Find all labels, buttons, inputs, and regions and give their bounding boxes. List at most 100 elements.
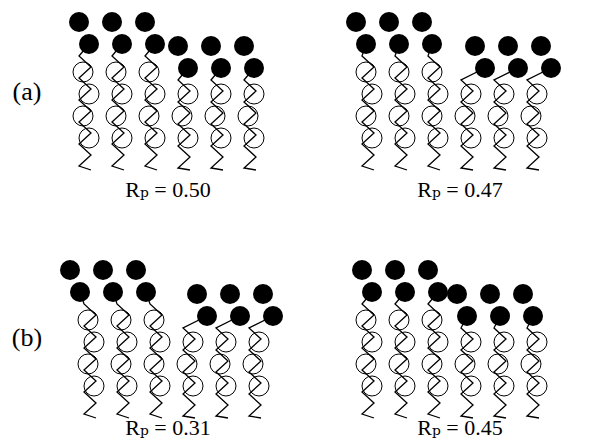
amphiphile-molecule (447, 284, 481, 418)
tail-bead (172, 106, 192, 126)
amphiphile-molecule (455, 36, 495, 170)
tail-bead (177, 354, 197, 374)
tail-bead (461, 332, 481, 352)
chain-line (79, 44, 91, 170)
head-bead (79, 34, 99, 54)
amphiphile-molecule (102, 12, 132, 170)
amphiphile-molecule (521, 36, 561, 170)
tail-bead (144, 310, 164, 330)
chain-line (80, 292, 96, 418)
chain-line (183, 316, 207, 418)
head-bead (178, 58, 198, 78)
head-bead (145, 34, 165, 54)
head-bead (385, 260, 405, 280)
head-bead (211, 58, 231, 78)
head-bead (428, 282, 448, 302)
tail-bead (527, 84, 547, 104)
chain-line (461, 68, 485, 170)
tail-bead (210, 354, 230, 374)
tail-bead (422, 106, 442, 126)
tail-bead (389, 310, 409, 330)
chain-line (428, 44, 440, 170)
chain-line (211, 68, 223, 170)
head-bead (480, 284, 500, 304)
tail-bead (139, 62, 159, 82)
tail-bead (494, 84, 514, 104)
head-bead (103, 282, 123, 302)
chain-line (527, 68, 551, 170)
head-bead (356, 34, 376, 54)
ratio-label: Rₚ = 0.31 (125, 417, 210, 439)
head-bead (69, 12, 89, 32)
tail-bead (216, 332, 236, 352)
amphiphile-molecule (352, 260, 382, 418)
amphiphile-molecule (234, 36, 264, 170)
head-bead (168, 36, 188, 56)
bilayer-panel (346, 12, 561, 170)
tail-bead (356, 310, 376, 330)
head-bead (389, 34, 409, 54)
amphiphile-molecule (177, 284, 217, 418)
bilayer-panel (60, 260, 283, 418)
head-bead (230, 306, 250, 326)
chain-line (494, 316, 506, 418)
ratio-label: Rₚ = 0.47 (417, 179, 502, 201)
head-bead (457, 306, 477, 326)
amphiphile-molecule (168, 36, 198, 170)
tail-bead (244, 84, 264, 104)
ratio-label: Rₚ = 0.45 (417, 417, 502, 439)
tail-bead (249, 376, 269, 396)
chain-line (146, 292, 162, 418)
tail-bead (243, 354, 263, 374)
head-bead (475, 58, 495, 78)
tail-bead (356, 62, 376, 82)
head-bead (234, 36, 254, 56)
amphiphile-molecule (201, 36, 231, 170)
tail-bead (178, 84, 198, 104)
head-bead (490, 306, 510, 326)
head-bead (197, 306, 217, 326)
bilayer-panel (352, 260, 547, 418)
chain-line (395, 292, 407, 418)
head-bead (362, 282, 382, 302)
chain-line (362, 292, 374, 418)
tail-bead (183, 332, 203, 352)
amphiphile-molecule (346, 12, 382, 170)
chain-line (461, 316, 473, 418)
amphiphile-molecule (243, 284, 283, 418)
chain-line (112, 44, 124, 170)
amphiphile-molecule (513, 284, 547, 418)
ratio-label: Rₚ = 0.50 (125, 179, 210, 201)
head-bead (465, 36, 485, 56)
head-bead (201, 36, 221, 56)
amphiphile-molecule (488, 36, 528, 170)
tail-bead (356, 354, 376, 374)
head-bead (418, 260, 438, 280)
chain-line (178, 68, 190, 170)
chain-line (216, 316, 240, 418)
tail-bead (455, 106, 475, 126)
amphiphile-molecule (93, 260, 137, 418)
head-bead (220, 284, 240, 304)
chain-line (395, 44, 407, 170)
tail-bead (422, 62, 442, 82)
head-bead (135, 12, 155, 32)
tail-bead (527, 332, 547, 352)
amphiphile-molecule (385, 260, 415, 418)
amphiphile-molecule (126, 260, 170, 418)
head-bead (523, 306, 543, 326)
tail-bead (111, 310, 131, 330)
chain-line (362, 44, 374, 170)
head-bead (352, 260, 372, 280)
head-bead (379, 12, 399, 32)
tail-bead (178, 128, 198, 148)
amphiphile-molecule (69, 12, 99, 170)
tail-bead (216, 376, 236, 396)
amphiphile-molecule (135, 12, 165, 170)
tail-bead (461, 376, 481, 396)
tail-bead (488, 106, 508, 126)
head-bead (508, 58, 528, 78)
tail-bead (238, 106, 258, 126)
tail-bead (205, 106, 225, 126)
